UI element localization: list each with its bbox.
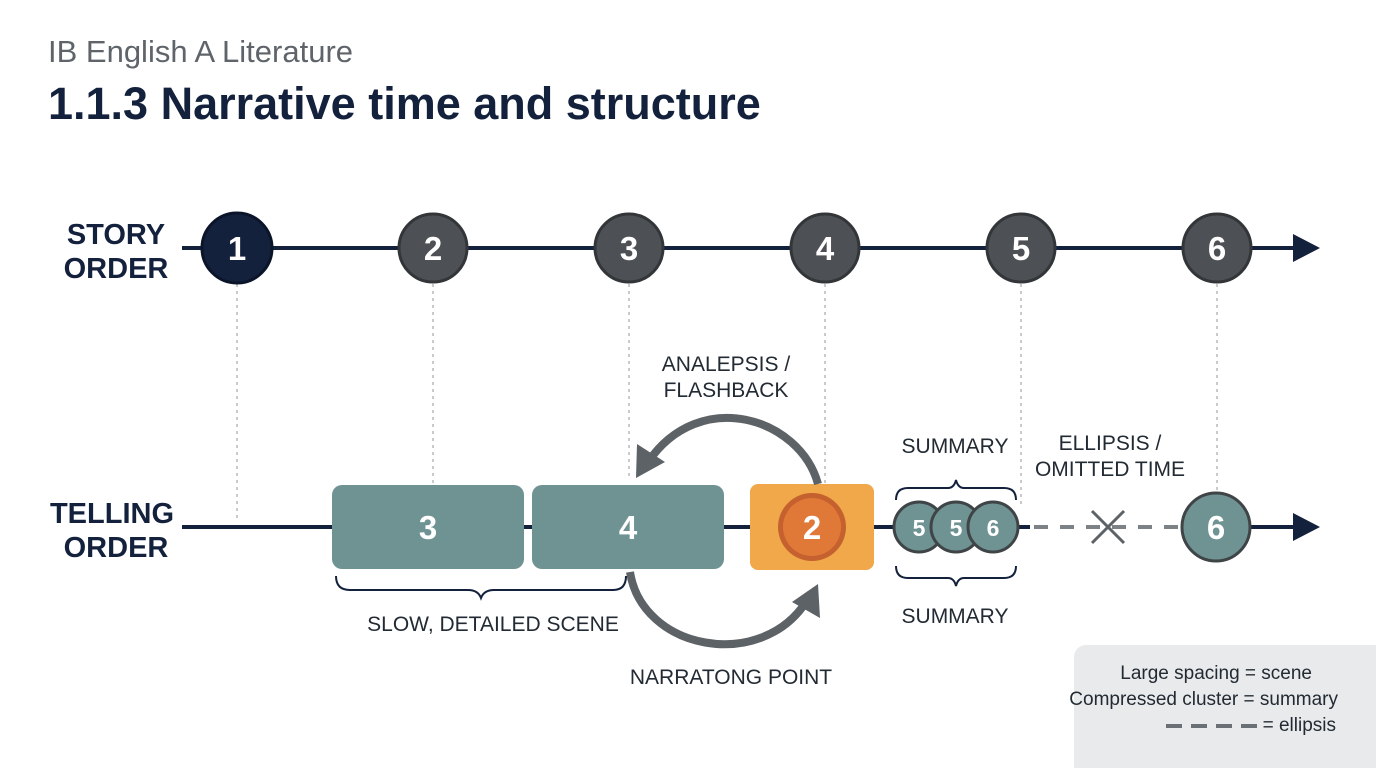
analepsis-label: ANALEPSIS /	[662, 353, 791, 376]
svg-text:ORDER: ORDER	[64, 532, 169, 564]
svg-text:3: 3	[419, 509, 437, 546]
dashed-line-icon	[1165, 724, 1257, 728]
svg-text:TELLING: TELLING	[50, 498, 174, 530]
narrating-return-arrowhead	[792, 584, 820, 618]
scene-block: 3	[332, 485, 524, 569]
svg-text:3: 3	[620, 230, 638, 267]
story-node: 5	[985, 212, 1057, 284]
story-order-label: STORY ORDER	[64, 219, 169, 285]
svg-text:1: 1	[228, 230, 246, 267]
telling-final-node: 6	[1180, 491, 1252, 563]
telling-order-label: TELLING ORDER	[50, 498, 174, 564]
narrating-point-node: 2	[750, 484, 874, 570]
svg-text:STORY: STORY	[67, 219, 165, 251]
svg-text:5: 5	[950, 515, 963, 541]
svg-text:6: 6	[1207, 509, 1225, 546]
summary-bottom-label: SUMMARY	[902, 605, 1009, 628]
telling-timeline-arrow	[1293, 513, 1320, 541]
narrating-point-label: NARRATONG POINT	[630, 666, 832, 689]
analepsis-label: FLASHBACK	[664, 379, 789, 402]
svg-text:4: 4	[816, 230, 835, 267]
legend-ellipsis-label: = ellipsis	[1262, 715, 1336, 736]
narrating-return-arrow	[626, 571, 810, 649]
legend: Large spacing = scene Compressed cluster…	[1069, 645, 1376, 768]
ellipsis-label: ELLIPSIS /	[1059, 432, 1162, 455]
summary-top-label: SUMMARY	[902, 435, 1009, 458]
story-node: 6	[1181, 212, 1253, 284]
legend-scene: Large spacing = scene	[1120, 663, 1312, 684]
svg-text:4: 4	[619, 509, 638, 546]
ellipsis-label: OMITTED TIME	[1035, 458, 1185, 481]
ellipsis-cross-icon	[1090, 509, 1126, 545]
story-node: 3	[593, 212, 665, 284]
alignment-connectors	[236, 284, 1218, 520]
slow-scene-brace	[335, 575, 627, 601]
story-node: 4	[789, 212, 861, 284]
summary-circle: 6	[966, 500, 1020, 554]
analepsis-arrow	[644, 413, 822, 486]
svg-text:2: 2	[424, 230, 442, 267]
svg-text:6: 6	[1208, 230, 1226, 267]
page-title: 1.1.3 Narrative time and structure	[48, 78, 761, 129]
scene-block: 4	[532, 485, 724, 569]
svg-text:2: 2	[803, 509, 821, 546]
story-node: 2	[397, 212, 469, 284]
svg-text:5: 5	[1012, 230, 1030, 267]
legend-summary: Compressed cluster = summary	[1069, 689, 1338, 710]
summary-top-brace	[895, 479, 1017, 501]
svg-text:ORDER: ORDER	[64, 253, 169, 285]
analepsis-arrowhead	[636, 444, 665, 478]
summary-bottom-brace	[895, 565, 1017, 587]
legend-ellipsis: = ellipsis	[1165, 715, 1336, 737]
slow-scene-label: SLOW, DETAILED SCENE	[367, 613, 619, 636]
story-timeline-arrow	[1293, 234, 1320, 262]
svg-text:6: 6	[987, 515, 1000, 541]
story-node: 1	[200, 211, 274, 285]
course-subtitle: IB English A Literature	[48, 34, 354, 69]
svg-text:5: 5	[913, 515, 926, 541]
